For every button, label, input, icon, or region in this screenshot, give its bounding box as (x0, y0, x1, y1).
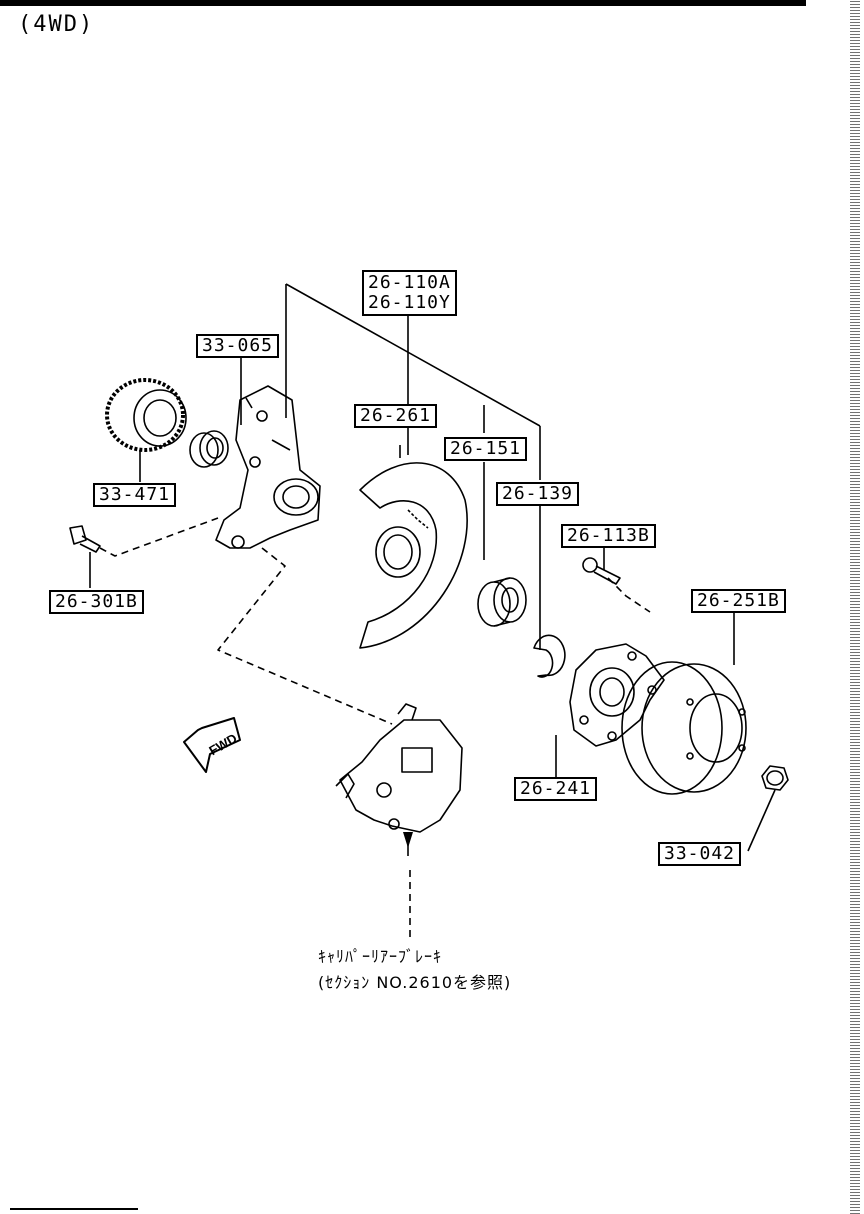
part-label-26-261: 26-261 (354, 404, 438, 428)
caliper-reference-note: ｷｬﾘﾊﾟｰﾘｱｰﾌﾞﾚｰｷ (ｾｸｼｮﾝ NO.2610を参照) (318, 944, 511, 996)
right-edge-scan (850, 0, 860, 1214)
part-label-33-042: 33-042 (658, 842, 742, 866)
part-label-26-251b: 26-251B (691, 589, 786, 613)
fwd-arrow-outline (183, 717, 241, 773)
dust-cover-drawing (359, 462, 468, 649)
brake-rotor-drawing (621, 661, 747, 795)
part-label-33-471: 33-471 (93, 483, 177, 507)
part-number: 26-110A (368, 272, 451, 293)
bolt-drawing (69, 525, 101, 553)
part-label-26-110: 26-110A 26-110Y (362, 270, 457, 316)
part-label-26-139: 26-139 (496, 482, 580, 506)
snap-ring-drawing (533, 634, 566, 678)
part-number: 26-110Y (368, 292, 451, 313)
part-label-33-065: 33-065 (196, 334, 280, 358)
caliper-arrowhead (403, 832, 413, 848)
diagram-title: (4WD) (18, 12, 95, 37)
bottom-rule (10, 1208, 138, 1210)
part-label-26-151: 26-151 (444, 437, 528, 461)
knuckle-drawing (215, 385, 321, 549)
oil-seal-drawing (189, 430, 229, 468)
tone-ring-drawing (105, 378, 187, 452)
top-border (0, 0, 806, 6)
hub-bolt-drawing (582, 557, 621, 585)
brake-caliper-drawing (335, 703, 463, 833)
part-label-26-301b: 26-301B (49, 590, 144, 614)
note-line-2: (ｾｸｼｮﾝ NO.2610を参照) (318, 973, 512, 992)
dashed-guides (99, 517, 651, 940)
hub-drawing (569, 643, 665, 747)
bearing-drawing (477, 577, 527, 627)
leader-lines (89, 283, 776, 856)
fwd-label: FWD (206, 730, 239, 758)
part-label-26-113b: 26-113B (561, 524, 656, 548)
lock-nut-drawing (761, 765, 789, 791)
note-line-1: ｷｬﾘﾊﾟｰﾘｱｰﾌﾞﾚｰｷ (318, 947, 443, 966)
part-label-26-241: 26-241 (514, 777, 598, 801)
